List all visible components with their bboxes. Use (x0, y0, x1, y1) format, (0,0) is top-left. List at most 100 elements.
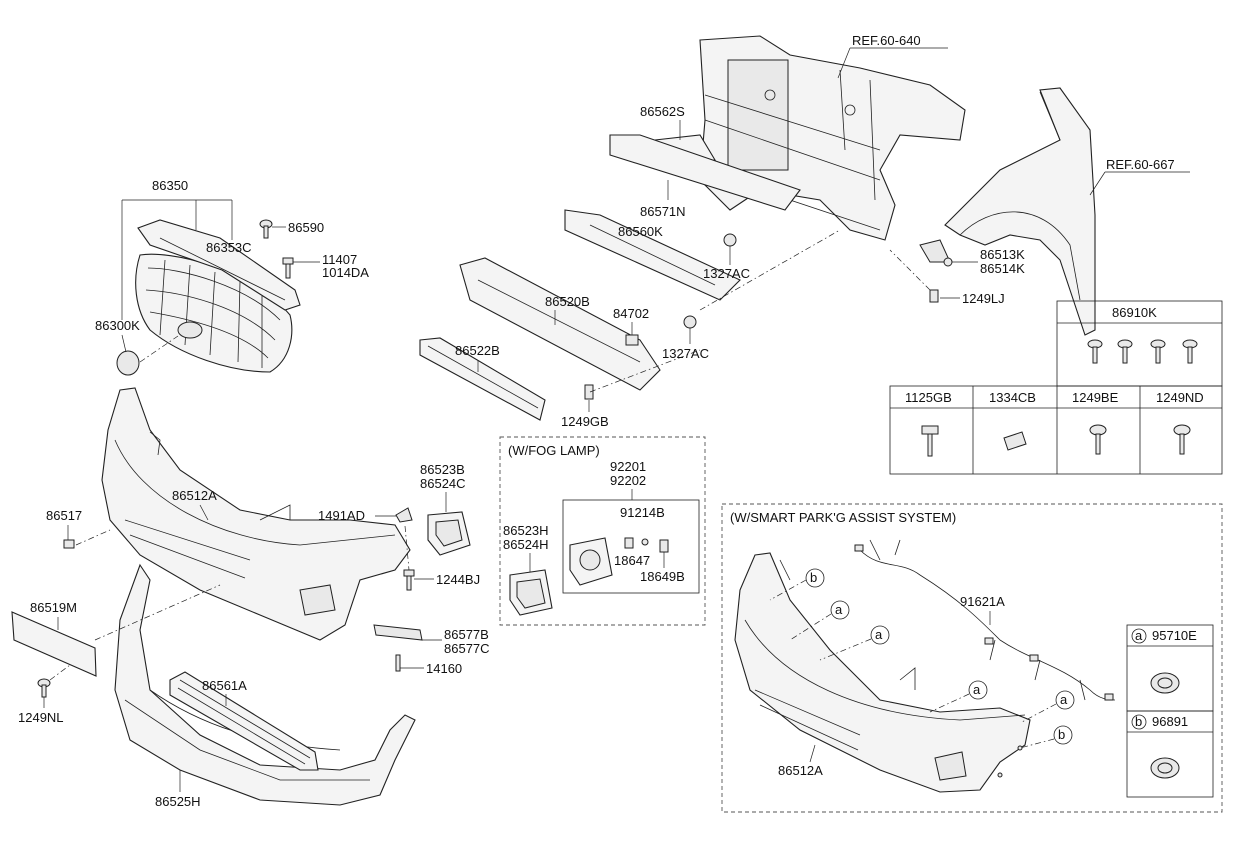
part-86523H-label: 86523H (503, 523, 549, 538)
spas-legend: a 95710E b 96891 (1126, 624, 1214, 798)
callout-b-1: b (810, 570, 817, 585)
part-91214B-label: 91214B (620, 505, 665, 520)
beam-86571N (609, 134, 801, 211)
bezel-86523B (427, 511, 471, 556)
socket-18647 (624, 537, 634, 549)
part-1249LJ-label: 1249LJ (962, 291, 1005, 306)
spas-box (721, 503, 1223, 813)
table-header-2: 1334CB (989, 390, 1036, 405)
table-screw-icons-86910K (1087, 339, 1198, 364)
table-top-header: 86910K (1112, 305, 1157, 320)
part-86577C-label: 86577C (444, 641, 490, 656)
bumper-cover-86512A (101, 387, 411, 641)
part-86519M-label: 86519M (30, 600, 77, 615)
part-14160-label: 14160 (426, 661, 462, 676)
grille-86561A (169, 671, 319, 771)
callout-a-3: a (973, 682, 981, 697)
part-84702-label: 84702 (613, 306, 649, 321)
absorber-86520B (459, 257, 661, 391)
part-86520B-label: 86520B (545, 294, 590, 309)
callout-a-2: a (875, 627, 883, 642)
part-86350-label: 86350 (152, 178, 188, 193)
bulb-18649B (659, 539, 669, 553)
part-86525H-label: 86525H (155, 794, 201, 809)
bolt-11407 (282, 257, 294, 279)
part-86561A-label: 86561A (202, 678, 247, 693)
screw-86590 (259, 219, 273, 239)
part-86524C-label: 86524C (420, 476, 466, 491)
table-fastener-icons (921, 424, 1191, 457)
grille-86522B (419, 337, 546, 421)
bolt-1244BJ (403, 569, 415, 591)
part-1014DA-label: 1014DA (322, 265, 369, 280)
molding-86353C (137, 219, 301, 311)
legend-a-part: 95710E (1152, 628, 1197, 643)
part-86522B-label: 86522B (455, 343, 500, 358)
lower-bumper-86525H (114, 563, 416, 806)
part-86571N-label: 86571N (640, 204, 686, 219)
part-18649B-label: 18649B (640, 569, 685, 584)
part-86577B-label: 86577B (444, 627, 489, 642)
spas-callouts: b a a a a b (769, 568, 1075, 749)
bolt-1249GB (584, 384, 594, 400)
table-header-4: 1249ND (1156, 390, 1204, 405)
nut-1327AC-b (683, 315, 697, 329)
spas-title: (W/SMART PARK'G ASSIST SYSTEM) (730, 510, 956, 525)
bracket-86513K (919, 239, 953, 267)
bracket-86577B (373, 624, 423, 641)
part-86560K-label: 86560K (618, 224, 663, 239)
bolt-14160 (395, 654, 401, 672)
nut-1327AC-a (723, 233, 737, 247)
part-92201-label: 92201 (610, 459, 646, 474)
part-86590-label: 86590 (288, 220, 324, 235)
table-header-3: 1249BE (1072, 390, 1119, 405)
part-92202-label: 92202 (610, 473, 646, 488)
part-86514K-label: 86514K (980, 261, 1025, 276)
part-86300K-label: 86300K (95, 318, 140, 333)
part-18647-label: 18647 (614, 553, 650, 568)
radiator-support (699, 35, 966, 241)
legend-b-key: b (1135, 714, 1142, 729)
part-1327AC-b-label: 1327AC (662, 346, 709, 361)
part-1491AD-label: 1491AD (318, 508, 365, 523)
part-86524H-label: 86524H (503, 537, 549, 552)
clip-1491AD (395, 507, 413, 523)
part-1249GB-label: 1249GB (561, 414, 609, 429)
emblem-86300K (116, 350, 140, 376)
ref-60-667-label: REF.60-667 (1106, 157, 1175, 172)
part-1244BJ-label: 1244BJ (436, 572, 480, 587)
plate-bracket-86519M (11, 611, 97, 677)
sensor-95710E-icon (1150, 672, 1180, 694)
part-86523B-label: 86523B (420, 462, 465, 477)
part-1327AC-a-label: 1327AC (703, 266, 750, 281)
table-header-1: 1125GB (905, 390, 952, 405)
screw-1249LJ (929, 289, 939, 303)
part-86517-label: 86517 (46, 508, 82, 523)
front-fender (944, 87, 1096, 336)
legend-a-key: a (1135, 628, 1143, 643)
spas-bumper-86512A (734, 552, 1031, 793)
bezel-86523H (509, 569, 553, 616)
sensor-96891-icon (1150, 757, 1180, 779)
fastener-table (889, 300, 1223, 475)
part-11407-label: 11407 (322, 252, 357, 267)
part-86562S-label: 86562S (640, 104, 685, 119)
part-86512A-label: 86512A (172, 488, 217, 503)
clip-86517 (63, 539, 75, 549)
callout-a-4: a (1060, 692, 1068, 707)
legend-b-part: 96891 (1152, 714, 1188, 729)
callout-a-1: a (835, 602, 843, 617)
spas-harness-91621A (854, 539, 1116, 701)
spas-part-91621A-label: 91621A (960, 594, 1005, 609)
fog-lamp-title: (W/FOG LAMP) (508, 443, 600, 458)
fog-lamp-inner-box (562, 499, 700, 594)
spas-part-86512A-label: 86512A (778, 763, 823, 778)
beam-86560K (564, 209, 741, 301)
fog-lamp-92201 (569, 537, 613, 586)
ref-60-640-label: REF.60-640 (852, 33, 921, 48)
clip-84702 (625, 334, 639, 346)
screw-1249NL (37, 678, 51, 698)
part-1249NL-label: 1249NL (18, 710, 64, 725)
